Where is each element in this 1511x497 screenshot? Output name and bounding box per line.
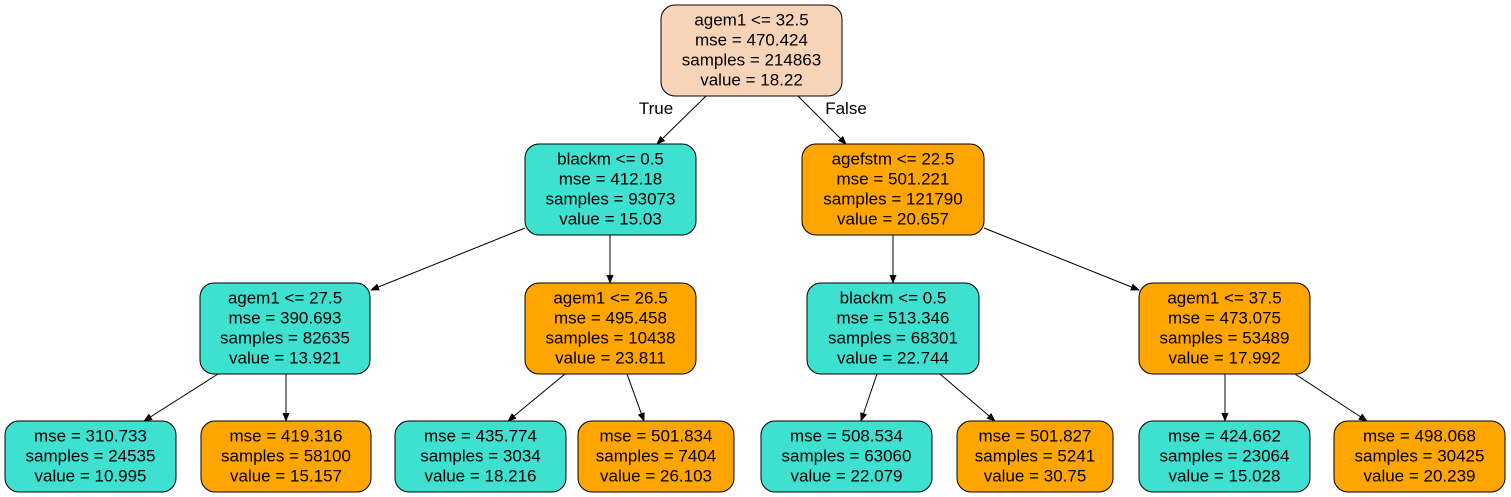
edge-n3-l1 — [143, 373, 219, 422]
node-text-l3-1: samples = 3034 — [420, 447, 541, 466]
node-text-root-3: value = 18.22 — [700, 71, 803, 90]
node-text-n3-3: value = 13.921 — [229, 349, 341, 368]
edge-n4-l3 — [507, 373, 566, 422]
node-box-n2 — [801, 143, 985, 236]
node-box-n1 — [524, 143, 697, 236]
node-text-n4-2: samples = 10438 — [546, 329, 676, 348]
node-text-n2-1: mse = 501.221 — [837, 170, 950, 189]
node-box-l2 — [200, 420, 372, 493]
node-text-root-2: samples = 214863 — [682, 51, 821, 70]
node-text-n3-1: mse = 390.693 — [229, 309, 342, 328]
node-text-n2-3: value = 20.657 — [837, 210, 949, 229]
node-box-l8 — [1333, 420, 1506, 493]
node-text-n1-3: value = 15.03 — [559, 210, 662, 229]
node-text-l6-1: samples = 5241 — [975, 447, 1096, 466]
node-text-l1-2: value = 10.995 — [34, 467, 146, 486]
node-text-n1-0: blackm <= 0.5 — [557, 150, 664, 169]
node-box-l5 — [760, 420, 933, 493]
node-box-n4 — [524, 282, 697, 375]
node-text-n1-2: samples = 93073 — [546, 190, 676, 209]
node-text-l4-1: samples = 7404 — [596, 447, 717, 466]
node-text-l4-2: value = 26.103 — [600, 467, 712, 486]
node-text-l3-2: value = 18.216 — [424, 467, 536, 486]
node-text-n6-3: value = 17.992 — [1168, 349, 1280, 368]
node-text-l6-2: value = 30.75 — [984, 467, 1087, 486]
tree-edge-labels: True False — [639, 99, 867, 118]
node-text-l2-2: value = 15.157 — [230, 467, 342, 486]
node-text-l8-2: value = 20.239 — [1363, 467, 1475, 486]
node-text-n2-2: samples = 121790 — [823, 190, 962, 209]
node-box-l4 — [577, 420, 735, 493]
node-box-n3 — [199, 282, 371, 375]
edge-root-n2 — [797, 95, 847, 145]
node-box-l7 — [1138, 420, 1311, 493]
edge-label-true: True — [639, 99, 673, 118]
node-text-l5-1: samples = 63060 — [782, 447, 912, 466]
node-text-n2-0: agefstm <= 22.5 — [832, 150, 955, 169]
node-text-l7-0: mse = 424.662 — [1168, 427, 1281, 446]
node-box-l1 — [4, 420, 177, 493]
node-text-n5-3: value = 22.744 — [837, 349, 949, 368]
node-text-n3-0: agem1 <= 27.5 — [228, 289, 342, 308]
edge-n4-l4 — [626, 373, 645, 422]
node-text-n6-1: mse = 473.075 — [1168, 309, 1281, 328]
node-text-n4-0: agem1 <= 26.5 — [553, 289, 667, 308]
node-text-n4-1: mse = 495.458 — [554, 309, 667, 328]
node-text-root-1: mse = 470.424 — [695, 31, 808, 50]
node-text-l8-0: mse = 498.068 — [1363, 427, 1476, 446]
node-text-l2-0: mse = 419.316 — [230, 427, 343, 446]
node-text-l6-0: mse = 501.827 — [979, 427, 1092, 446]
node-box-n6 — [1138, 282, 1311, 375]
node-text-l5-0: mse = 508.534 — [790, 427, 903, 446]
tree-edges — [143, 95, 1368, 422]
node-text-root-0: agem1 <= 32.5 — [694, 11, 808, 30]
edge-n2-n6 — [983, 227, 1140, 291]
edge-n6-l8 — [1294, 373, 1368, 422]
node-text-l1-1: samples = 24535 — [26, 447, 156, 466]
node-text-l1-0: mse = 310.733 — [34, 427, 147, 446]
edge-root-n1 — [656, 95, 707, 145]
node-text-n5-2: samples = 68301 — [828, 329, 958, 348]
node-text-n4-3: value = 23.811 — [555, 349, 666, 368]
node-text-l5-2: value = 22.079 — [790, 467, 902, 486]
node-box-root — [660, 4, 843, 97]
node-text-n1-1: mse = 412.18 — [559, 170, 663, 189]
node-box-l6 — [956, 420, 1114, 493]
node-text-l8-1: samples = 30425 — [1355, 447, 1485, 466]
node-box-l3 — [394, 420, 567, 493]
node-text-n5-0: blackm <= 0.5 — [840, 289, 947, 308]
edge-n5-l5 — [860, 373, 878, 422]
node-text-n6-2: samples = 53489 — [1160, 329, 1290, 348]
node-text-n6-0: agem1 <= 37.5 — [1167, 289, 1281, 308]
edge-label-false: False — [825, 99, 867, 118]
node-text-l3-0: mse = 435.774 — [424, 427, 537, 446]
node-text-l7-1: samples = 23064 — [1160, 447, 1290, 466]
node-text-l7-2: value = 15.028 — [1168, 467, 1280, 486]
edge-n5-l6 — [939, 373, 996, 422]
node-box-n5 — [806, 282, 980, 375]
node-text-l2-1: samples = 58100 — [221, 447, 351, 466]
node-text-n5-1: mse = 513.346 — [837, 309, 950, 328]
edge-n1-n3 — [370, 227, 526, 291]
node-text-n3-2: samples = 82635 — [220, 329, 350, 348]
node-text-l4-0: mse = 501.834 — [600, 427, 713, 446]
